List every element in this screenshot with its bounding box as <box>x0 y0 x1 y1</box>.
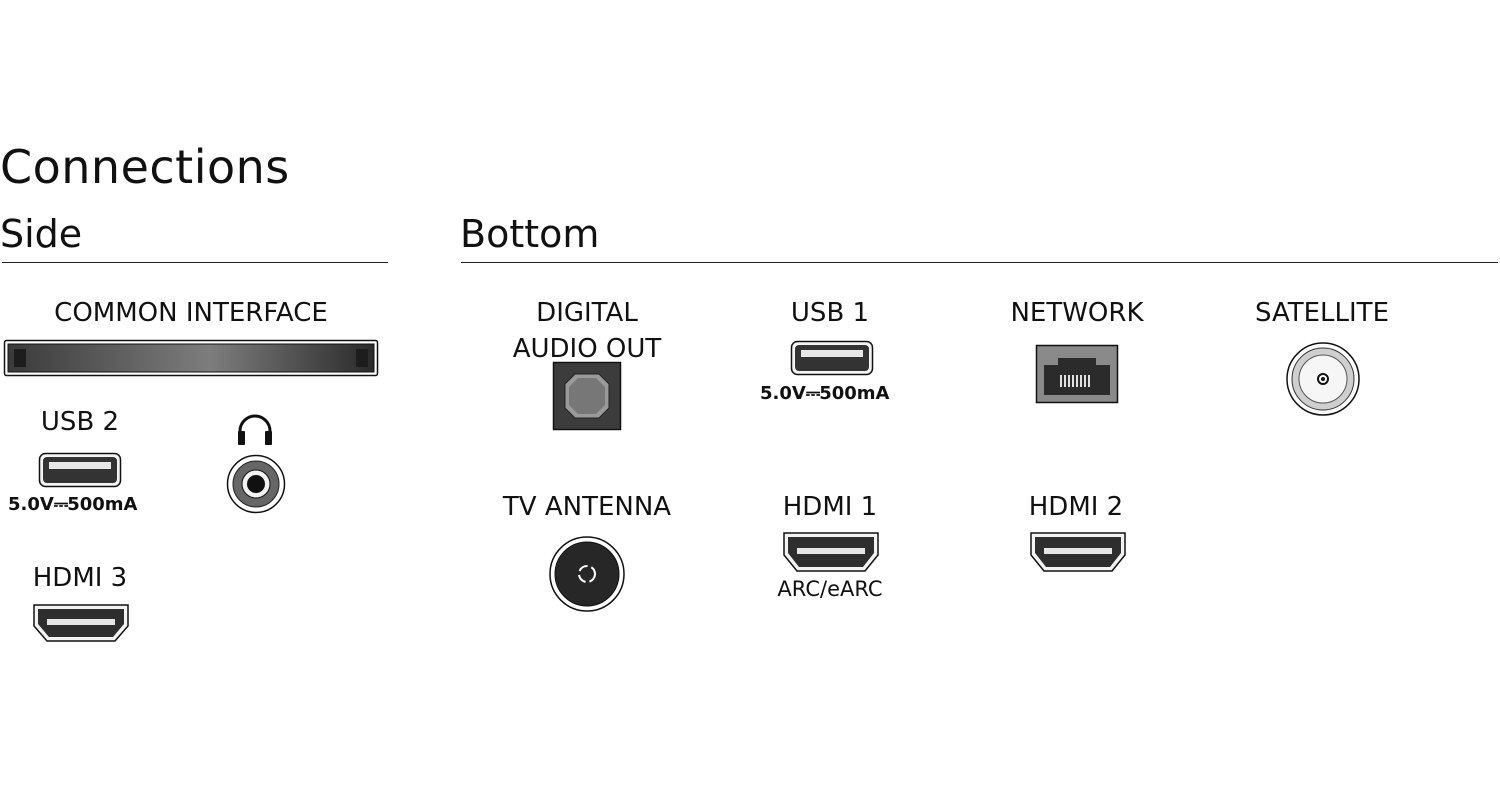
section-heading-side: Side <box>0 212 83 256</box>
satellite-connector-icon <box>1286 342 1360 416</box>
common-interface-slot-icon <box>3 339 379 377</box>
hdmi3-label: HDMI 3 <box>32 563 128 593</box>
ethernet-port-icon <box>1035 344 1119 404</box>
digital-audio-out-label-line1: DIGITAL <box>536 298 638 328</box>
hdmi1-port-icon <box>783 532 879 572</box>
common-interface-label: COMMON INTERFACE <box>54 298 328 328</box>
usb1-label: USB 1 <box>790 298 870 328</box>
hdmi3-port-icon <box>33 604 129 642</box>
digital-audio-out-label-line2: AUDIO OUT <box>512 334 662 364</box>
headphone-icon <box>238 414 272 445</box>
hdmi1-arc-label: ARC/eARC <box>777 577 883 601</box>
hdmi1-label: HDMI 1 <box>782 492 878 522</box>
hdmi2-label: HDMI 2 <box>1028 492 1124 522</box>
optical-audio-port-icon <box>552 361 622 431</box>
usb2-power-spec: 5.0V⎓500mA <box>8 494 138 515</box>
usb1-port-icon <box>790 340 874 376</box>
bottom-divider <box>461 262 1498 263</box>
page-title: Connections <box>0 140 290 194</box>
side-divider <box>2 262 388 263</box>
usb2-port-icon <box>38 452 122 488</box>
usb2-label: USB 2 <box>40 407 120 437</box>
usb1-power-spec: 5.0V⎓500mA <box>760 383 890 404</box>
hdmi2-port-icon <box>1030 532 1126 572</box>
headphone-jack-icon <box>226 454 286 514</box>
section-heading-bottom: Bottom <box>460 212 600 256</box>
dc-symbol: ⎓ <box>805 383 820 404</box>
dc-symbol: ⎓ <box>53 494 68 515</box>
tv-antenna-connector-icon <box>549 536 625 612</box>
network-label: NETWORK <box>1010 298 1144 328</box>
tv-antenna-label: TV ANTENNA <box>502 492 672 522</box>
satellite-label: SATELLITE <box>1254 298 1389 328</box>
